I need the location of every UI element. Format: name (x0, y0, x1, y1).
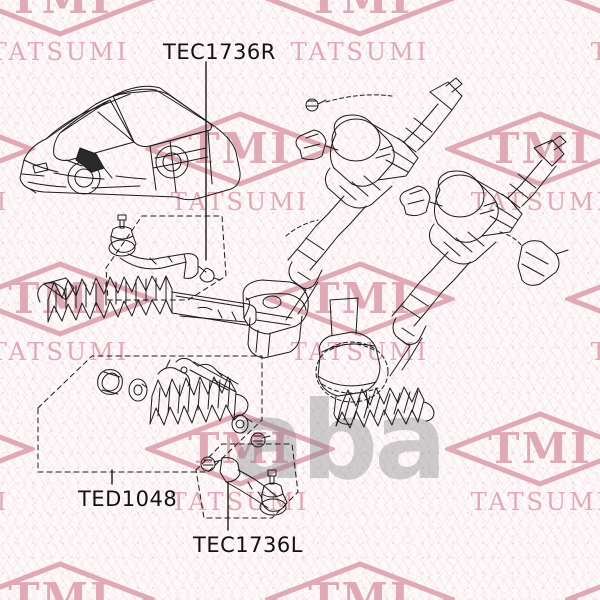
part-label-ted1048: TED1048 (78, 487, 178, 511)
steering-column-lower-art (389, 135, 569, 377)
steering-rack-upper-art (37, 275, 293, 326)
steering-column-upper-art (285, 77, 463, 321)
leader-lines (111, 61, 229, 531)
tie-rod-end-right-art (108, 214, 221, 283)
steering-rack-housing-art (315, 341, 389, 403)
part-label-tec1736r: TEC1736R (163, 40, 276, 64)
tie-rod-end-left-art (200, 456, 288, 516)
dashed-box-tec1736l (195, 443, 299, 519)
airbag-cover-art (242, 279, 309, 359)
aba-watermark: aba (232, 379, 447, 504)
boot-kit-art (97, 357, 271, 448)
vehicle-outline-art (19, 85, 241, 201)
part-label-tec1736l: TEC1736L (193, 533, 303, 557)
steering-rack-housing-solid (317, 297, 435, 429)
dashed-box-ted1048 (37, 355, 263, 473)
dashed-box-tec1736r (105, 215, 227, 301)
